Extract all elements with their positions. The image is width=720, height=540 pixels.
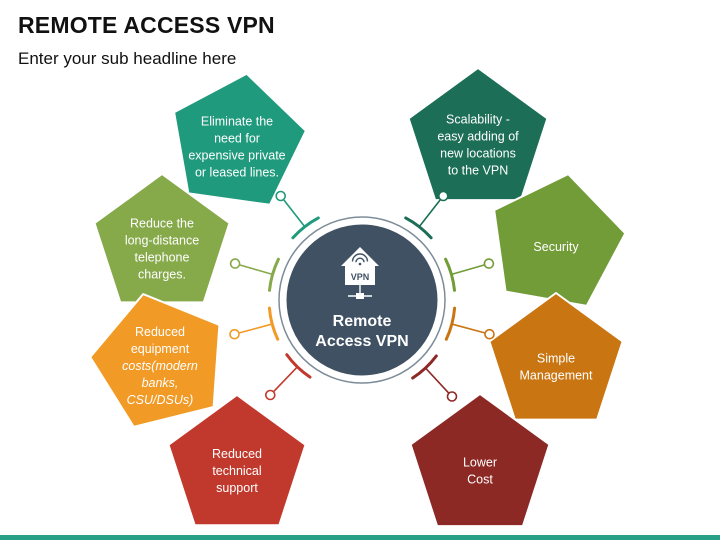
- benefit-text-line: long-distance: [125, 234, 199, 248]
- connector-node: [484, 328, 495, 340]
- benefit-text-line: need for: [214, 132, 260, 146]
- house-body-icon: [345, 265, 375, 285]
- benefit-text-line: Lower: [463, 456, 497, 470]
- connector-line: [273, 367, 298, 392]
- center-label-line: Remote: [333, 313, 392, 330]
- benefit-text-line: support: [216, 481, 258, 495]
- benefit-text-line: Cost: [467, 473, 493, 487]
- connector-node: [264, 389, 276, 401]
- benefit-text-line: Scalability -: [446, 113, 510, 127]
- benefit-text-line: Reduce the: [130, 217, 194, 231]
- connector-line: [239, 323, 272, 334]
- benefit-text-line: telephone: [135, 251, 190, 265]
- connector-arc: [291, 216, 320, 240]
- benefit-text-line: easy adding of: [437, 130, 519, 144]
- house-wifi-network-icon: VPN: [341, 247, 379, 299]
- benefit-scalability: Scalability - easy adding of new locations…: [404, 67, 549, 240]
- house-roof-icon: [341, 247, 379, 266]
- benefit-reduce-telephone-charges: Reduce the long-distance telephone charges.: [93, 173, 280, 304]
- vpn-badge-text: VPN: [351, 272, 370, 282]
- benefit-text-line: Reduced: [212, 447, 262, 461]
- pentagon-shape: [488, 292, 624, 421]
- connector-node: [437, 190, 449, 202]
- center-label-line: Access VPN: [315, 333, 408, 350]
- connector-arc: [404, 216, 433, 240]
- connector-node: [446, 391, 458, 402]
- connector-line: [283, 199, 305, 227]
- wifi-icon: [355, 257, 365, 263]
- connector-arc: [444, 257, 456, 292]
- pentagon-shape: [167, 394, 307, 527]
- connector-line: [239, 264, 272, 275]
- wifi-icon: [351, 253, 369, 262]
- benefit-security: Security: [444, 173, 627, 307]
- page-subtitle: Enter your sub headline here: [18, 49, 237, 68]
- benefit-text-line: costs(modern: [122, 359, 198, 373]
- center-circle: [283, 221, 441, 379]
- benefit-text-line: equipment: [131, 342, 190, 356]
- benefit-text-line: or leased lines.: [195, 166, 279, 180]
- benefit-text-line: Eliminate the: [201, 115, 273, 129]
- benefit-text-line: banks,: [142, 376, 179, 390]
- connector-node: [483, 258, 495, 269]
- benefit-text-line: technical: [212, 464, 261, 478]
- connector-arc: [444, 306, 457, 341]
- page-title: REMOTE ACCESS VPN: [18, 12, 275, 38]
- benefit-text-line: Management: [520, 369, 593, 383]
- benefit-reduced-equipment-costs: Reduced equipment costs(modern banks, CSU/DS…: [89, 293, 280, 428]
- benefit-reduced-technical-support: Reduced technical support: [167, 353, 312, 527]
- benefit-text-line: Reduced: [135, 325, 185, 339]
- benefit-text-line: CSU/DSUs): [127, 393, 194, 407]
- connector-line: [452, 264, 485, 275]
- pentagon-shape: [89, 293, 221, 428]
- benefit-text-line: charges.: [138, 268, 186, 282]
- connector-arc: [268, 257, 280, 292]
- pentagon-shape: [493, 173, 627, 307]
- connector-node: [229, 258, 241, 269]
- connector-line: [452, 323, 485, 334]
- benefit-text-line: Simple: [537, 352, 575, 366]
- pentagon-shape: [407, 67, 549, 202]
- connector-line: [419, 199, 441, 227]
- connector-line: [425, 368, 450, 394]
- connector-arc: [411, 354, 438, 380]
- connector-arc: [267, 306, 280, 341]
- pentagon-shape: [409, 393, 551, 528]
- benefit-eliminate-leased-lines: Eliminate the need for expensive private or…: [173, 72, 320, 240]
- connector-node: [229, 328, 240, 340]
- bottom-accent-bar: [0, 535, 720, 540]
- connector-arc: [285, 353, 312, 379]
- benefit-text-line: Security: [533, 240, 579, 254]
- network-node-icon: [356, 293, 364, 299]
- center-outer-ring: [278, 216, 446, 384]
- wifi-dot-icon: [358, 262, 362, 266]
- pentagon-shape: [173, 72, 307, 206]
- benefit-text-line: expensive private: [188, 149, 285, 163]
- benefit-text-line: to the VPN: [448, 164, 508, 178]
- benefit-text-line: new locations: [440, 147, 516, 161]
- connector-node: [275, 190, 287, 202]
